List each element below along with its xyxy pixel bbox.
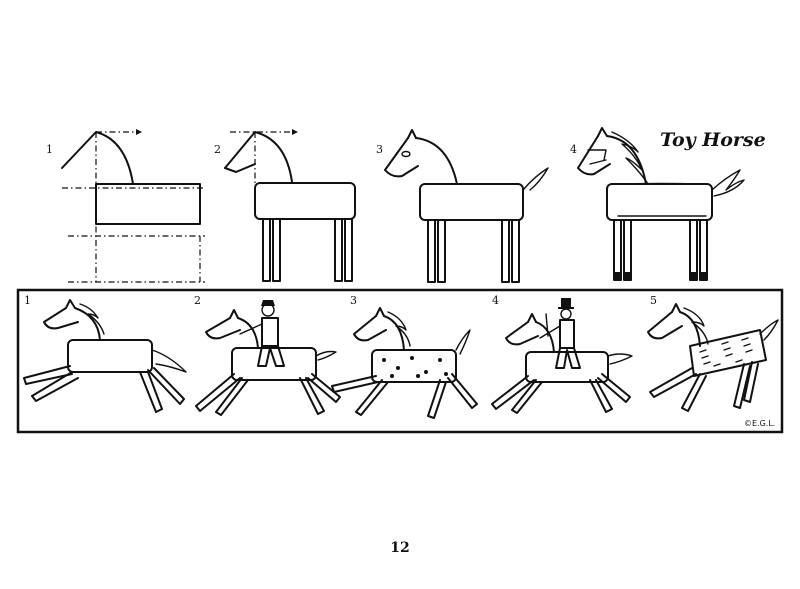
example-2-label: 2: [194, 294, 201, 307]
example-1-label: 1: [24, 294, 31, 307]
step-3-diagram: 3: [376, 129, 549, 283]
step-1-label: 1: [46, 143, 53, 156]
step-2-diagram: 2: [214, 129, 356, 282]
example-3-spotted-horse: 3: [331, 294, 478, 419]
example-4-horse-rider: 4: [491, 294, 633, 414]
step-4-label: 4: [570, 143, 577, 156]
example-5-dappled-horse: 5: [647, 294, 779, 412]
example-1-horse: 1: [23, 294, 187, 413]
examples-frame: [16, 288, 784, 434]
example-4-label: 4: [492, 294, 499, 307]
page-number: 12: [390, 540, 410, 556]
page-title: Toy Horse: [660, 129, 766, 151]
copyright-mark: ©E.G.L.: [744, 419, 775, 428]
example-3-label: 3: [350, 294, 357, 307]
example-5-label: 5: [650, 294, 657, 307]
step-4-diagram: 4: [570, 127, 745, 281]
step-2-label: 2: [214, 143, 221, 156]
example-2-horse-rider: 2: [194, 294, 341, 416]
step-3-label: 3: [376, 143, 383, 156]
step-1-diagram: 1: [46, 129, 205, 283]
